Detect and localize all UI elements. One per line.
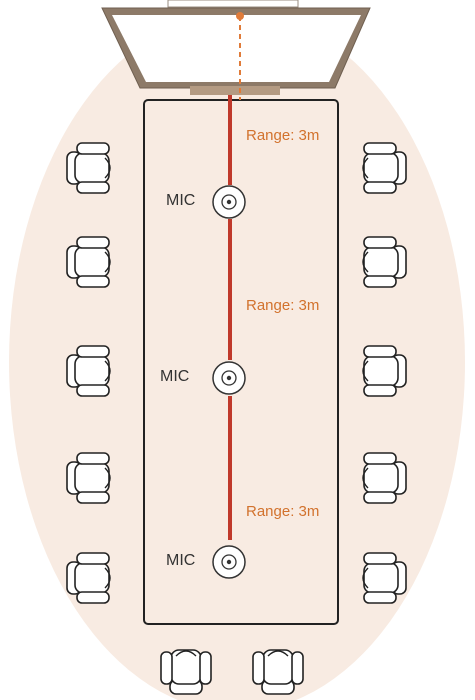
office-chair-icon	[66, 452, 111, 504]
ceiling-microphone-icon	[212, 545, 246, 579]
display-screen-icon	[101, 0, 371, 95]
range-label: Range: 3m	[246, 127, 319, 144]
microphone: MIC Range: 3m	[166, 503, 319, 579]
office-chair-icon	[362, 552, 407, 604]
office-chair-icon	[66, 345, 111, 397]
mic-label: MIC	[166, 552, 195, 569]
range-label: Range: 3m	[246, 503, 319, 520]
microphone: MIC Range: 3m	[160, 297, 319, 395]
microphone: MIC Range: 3m	[166, 127, 319, 219]
mic-label: MIC	[166, 192, 195, 209]
office-chair-icon	[160, 649, 212, 695]
office-chair-icon	[66, 552, 111, 604]
ceiling-microphone-icon	[212, 361, 246, 395]
office-chair-icon	[362, 236, 407, 288]
office-chair-icon	[362, 345, 407, 397]
office-chair-icon	[66, 236, 111, 288]
display-stand	[190, 86, 280, 95]
pickup-axis-origin-dot	[236, 12, 244, 20]
range-label: Range: 3m	[246, 297, 319, 314]
display-top-bracket	[167, 0, 299, 8]
ceiling-microphone-icon	[212, 185, 246, 219]
office-chair-icon	[362, 142, 407, 194]
coverage-zone	[9, 12, 465, 700]
office-chair-icon	[252, 649, 304, 695]
display-panel	[112, 15, 361, 82]
office-chair-icon	[362, 452, 407, 504]
office-chair-icon	[66, 142, 111, 194]
mic-label: MIC	[160, 368, 189, 385]
